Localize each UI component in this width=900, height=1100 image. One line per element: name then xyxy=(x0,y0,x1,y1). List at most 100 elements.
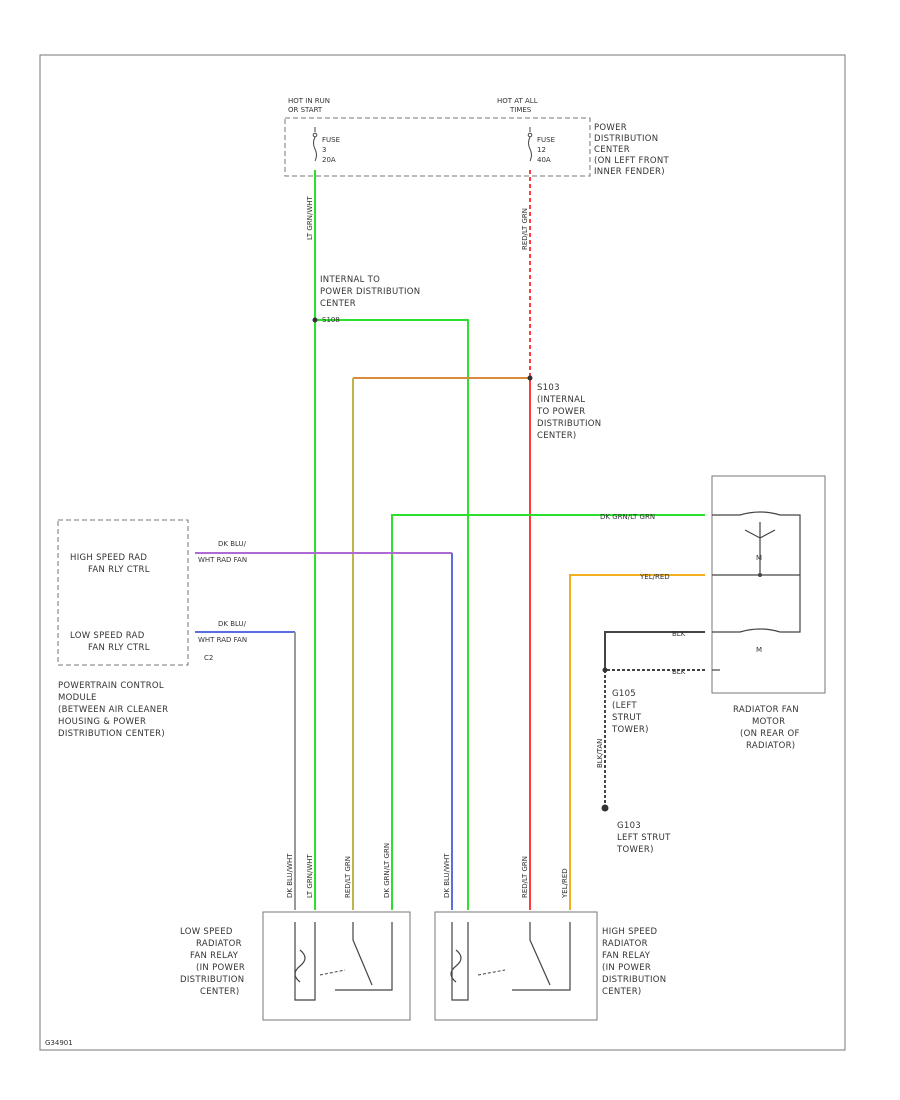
svg-text:LOW SPEED RAD: LOW SPEED RAD xyxy=(70,631,145,641)
svg-text:RADIATOR): RADIATOR) xyxy=(746,741,795,751)
svg-text:HOUSING & POWER: HOUSING & POWER xyxy=(58,717,146,727)
hot-all-label: HOT AT ALL TIMES xyxy=(497,97,538,114)
svg-text:RADIATOR: RADIATOR xyxy=(602,939,648,949)
fuse-b-label: FUSE 12 40A xyxy=(537,136,555,164)
svg-text:(LEFT: (LEFT xyxy=(612,701,637,711)
motor-wire-1-label: DK GRN/LT GRN xyxy=(600,513,655,521)
wire-tag-top-green: LT GRN/WHT xyxy=(306,195,314,240)
svg-text:POWER: POWER xyxy=(594,123,627,133)
svg-text:20A: 20A xyxy=(322,156,336,164)
motor-location-label: RADIATOR FAN MOTOR (ON REAR OF RADIATOR) xyxy=(733,705,800,751)
hot-run-label: HOT IN RUN OR START xyxy=(288,97,330,114)
svg-text:(IN POWER: (IN POWER xyxy=(602,963,651,973)
wire-blk-1 xyxy=(604,631,705,670)
high-relay-label: HIGH SPEED RADIATOR FAN RELAY (IN POWER … xyxy=(602,927,666,997)
wire-tag-v4: DK GRN/LT GRN xyxy=(383,843,391,898)
pcm-wire-low-label: DK BLU/ WHT RAD FAN xyxy=(198,620,247,644)
svg-text:WHT RAD FAN: WHT RAD FAN xyxy=(198,556,247,564)
splice-s108 xyxy=(312,317,318,323)
svg-text:LEFT STRUT: LEFT STRUT xyxy=(617,833,671,843)
pcm-high-ctrl-label: HIGH SPEED RAD FAN RLY CTRL xyxy=(70,553,150,575)
svg-text:CENTER): CENTER) xyxy=(200,987,240,997)
svg-text:TIMES: TIMES xyxy=(509,106,532,114)
svg-text:FUSE: FUSE xyxy=(537,136,555,144)
svg-text:RADIATOR: RADIATOR xyxy=(196,939,242,949)
svg-text:DISTRIBUTION: DISTRIBUTION xyxy=(602,975,666,985)
motor-internal xyxy=(712,511,801,671)
svg-text:S103: S103 xyxy=(537,383,560,393)
svg-text:(ON REAR OF: (ON REAR OF xyxy=(740,729,800,739)
high-relay-internals xyxy=(450,922,571,1001)
svg-text:FAN RELAY: FAN RELAY xyxy=(190,951,239,961)
svg-text:DK BLU/: DK BLU/ xyxy=(218,620,247,628)
low-speed-relay-box xyxy=(262,911,411,1021)
pcm-location-label: POWERTRAIN CONTROL MODULE (BETWEEN AIR C… xyxy=(58,681,168,739)
wire-tag-v5: DK BLU/WHT xyxy=(443,853,451,898)
radiator-fan-motor-box xyxy=(711,475,826,694)
svg-text:12: 12 xyxy=(537,146,546,154)
splice-s103 xyxy=(527,375,533,381)
svg-text:MODULE: MODULE xyxy=(58,693,97,703)
svg-text:(ON LEFT FRONT: (ON LEFT FRONT xyxy=(594,156,670,166)
motor-wire-2-label: YEL/RED xyxy=(639,573,670,581)
wire-dk-grn-lt-grn xyxy=(391,514,705,910)
figure-id: G34901 xyxy=(45,1039,73,1047)
svg-text:HIGH SPEED RAD: HIGH SPEED RAD xyxy=(70,553,147,563)
svg-text:FUSE: FUSE xyxy=(322,136,340,144)
svg-text:TO POWER: TO POWER xyxy=(536,407,585,417)
svg-text:DISTRIBUTION: DISTRIBUTION xyxy=(594,134,658,144)
svg-text:POWERTRAIN CONTROL: POWERTRAIN CONTROL xyxy=(58,681,164,691)
svg-text:MOTOR: MOTOR xyxy=(752,717,785,727)
svg-text:HOT IN RUN: HOT IN RUN xyxy=(288,97,330,105)
wire-tag-v1: DK BLU/WHT xyxy=(286,853,294,898)
wire-tag-v3: RED/LT GRN xyxy=(344,856,352,898)
svg-text:HIGH SPEED: HIGH SPEED xyxy=(602,927,658,937)
splice-ground xyxy=(602,667,608,673)
svg-text:CENTER): CENTER) xyxy=(537,431,577,441)
svg-text:DISTRIBUTION CENTER): DISTRIBUTION CENTER) xyxy=(58,729,165,739)
wire-green-branch xyxy=(315,319,469,910)
ground-g105-label: G105 (LEFT STRUT TOWER) xyxy=(611,689,649,735)
svg-text:DISTRIBUTION: DISTRIBUTION xyxy=(537,419,601,429)
svg-text:HOT AT ALL: HOT AT ALL xyxy=(497,97,538,105)
fuse-a-label: FUSE 3 20A xyxy=(322,136,340,164)
motor-m1-label: M xyxy=(756,554,762,562)
pdc-location-label: POWER DISTRIBUTION CENTER (ON LEFT FRONT… xyxy=(594,123,670,177)
low-relay-label: LOW SPEED RADIATOR FAN RELAY (IN POWER D… xyxy=(180,927,245,997)
ground-g103-label: G103 LEFT STRUT TOWER) xyxy=(616,821,671,855)
wire-tag-v6: RED/LT GRN xyxy=(521,856,529,898)
fuse-12-icon xyxy=(527,127,533,162)
wire-yel-red xyxy=(569,574,705,910)
svg-text:TOWER): TOWER) xyxy=(616,845,654,855)
wire-tag-v2: LT GRN/WHT xyxy=(306,853,314,898)
svg-text:TOWER): TOWER) xyxy=(611,725,649,735)
svg-text:INNER FENDER): INNER FENDER) xyxy=(594,167,665,177)
motor-m2-label: M xyxy=(756,646,762,654)
svg-text:(IN POWER: (IN POWER xyxy=(196,963,245,973)
splice-s108-label: INTERNAL TO POWER DISTRIBUTION CENTER S1… xyxy=(320,275,420,324)
svg-text:G105: G105 xyxy=(612,689,636,699)
svg-text:FAN RLY CTRL: FAN RLY CTRL xyxy=(88,565,150,575)
pcm-box xyxy=(57,519,189,666)
motor-wire-4-label: BLK xyxy=(672,668,686,676)
fuse-3-icon xyxy=(312,127,318,162)
svg-text:(BETWEEN AIR CLEANER: (BETWEEN AIR CLEANER xyxy=(58,705,168,715)
svg-text:3: 3 xyxy=(322,146,326,154)
svg-text:WHT RAD FAN: WHT RAD FAN xyxy=(198,636,247,644)
wire-tag-v7: YEL/RED xyxy=(561,868,569,899)
svg-text:STRUT: STRUT xyxy=(612,713,642,723)
svg-text:OR START: OR START xyxy=(288,106,323,114)
svg-text:CENTER: CENTER xyxy=(320,299,356,309)
svg-text:RADIATOR FAN: RADIATOR FAN xyxy=(733,705,799,715)
svg-text:CENTER: CENTER xyxy=(594,145,630,155)
pcm-wire-high-label: DK BLU/ WHT RAD FAN xyxy=(198,540,247,564)
svg-text:G103: G103 xyxy=(617,821,641,831)
svg-text:FAN RELAY: FAN RELAY xyxy=(602,951,651,961)
diagram-frame xyxy=(39,54,846,1051)
high-speed-relay-box xyxy=(434,911,598,1021)
ground-wire-label: BLK/TAN xyxy=(596,739,604,768)
svg-text:S108: S108 xyxy=(322,316,340,324)
pcm-low-ctrl-label: LOW SPEED RAD FAN RLY CTRL xyxy=(70,631,149,653)
ground-g103 xyxy=(601,804,609,812)
svg-text:40A: 40A xyxy=(537,156,551,164)
